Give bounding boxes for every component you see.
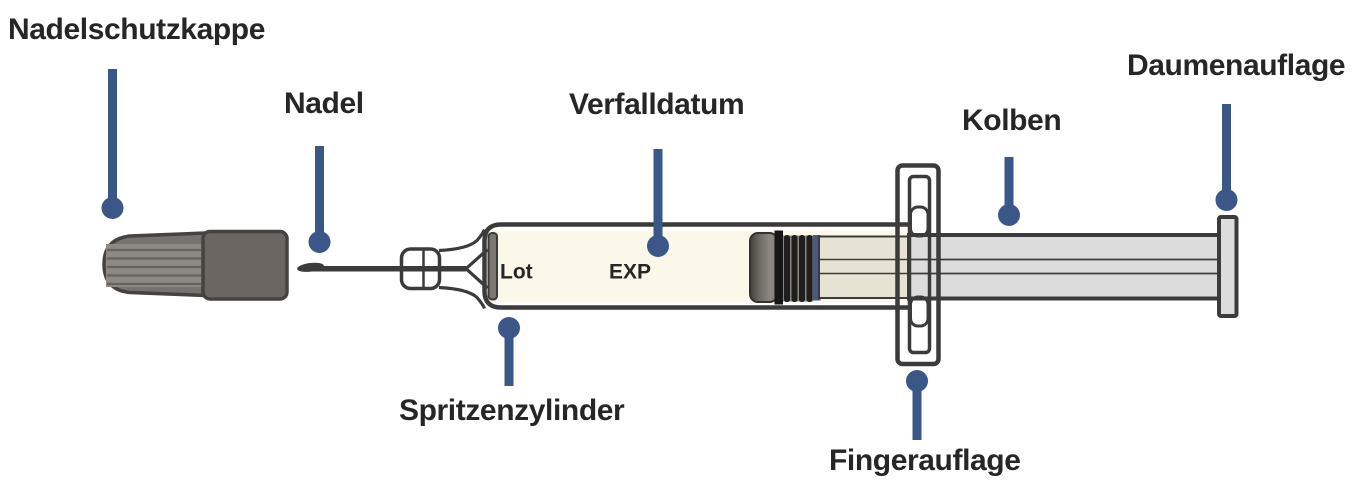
label-verfalldatum: Verfalldatum (569, 88, 745, 121)
label-nadel: Nadel (284, 87, 364, 120)
plunger-rod-outer-segment (907, 233, 1222, 301)
pointer-daumenauflage (1215, 104, 1238, 211)
label-kolben: Kolben (962, 104, 1062, 137)
pointers (101, 69, 1238, 440)
pointer-nadel (308, 146, 331, 253)
stopper-blue-band (813, 235, 821, 301)
stopper-plug (749, 232, 779, 303)
finger-flange-inner (907, 174, 932, 355)
label-spritzenzylinder: Spritzenzylinder (399, 394, 625, 427)
finger-flange-tab-top (909, 205, 930, 238)
finger-flange (895, 163, 941, 367)
plunger-rod-inner-segment (818, 235, 910, 299)
plunger-rod (818, 233, 1222, 301)
hub-funnel-top (438, 228, 486, 253)
thumb-rest (1217, 215, 1239, 318)
pointer-kolben (998, 157, 1020, 226)
needle (297, 228, 489, 310)
pointer-spritzenzylinder (498, 317, 520, 386)
needle-cap (102, 229, 289, 301)
label-fingerauflage: Fingerauflage (829, 444, 1021, 477)
pointer-verfalldatum (647, 149, 669, 257)
barrel-front-edge (487, 232, 498, 301)
label-nadelschutzkappe: Nadelschutzkappe (8, 13, 266, 46)
stopper-black-band (774, 230, 783, 305)
pointer-fingerauflage (906, 370, 928, 440)
stopper-ribs (784, 235, 813, 302)
needle-cap-ridges (107, 248, 201, 286)
label-daumenauflage: Daumenauflage (1127, 49, 1346, 82)
lot-marking: Lot (500, 261, 533, 284)
needle-cap-ridge-area (106, 244, 202, 287)
stopper (749, 230, 821, 305)
needle-cap-collar (201, 229, 289, 301)
needle-bevel-tip (297, 262, 324, 272)
hub-funnel-bottom (438, 285, 486, 310)
hub-cone (464, 248, 489, 290)
pointer-nadelschutzkappe (101, 69, 124, 219)
finger-flange-outer (895, 163, 941, 367)
exp-marking: EXP (609, 261, 651, 284)
finger-flange-tab-bottom (909, 295, 930, 328)
